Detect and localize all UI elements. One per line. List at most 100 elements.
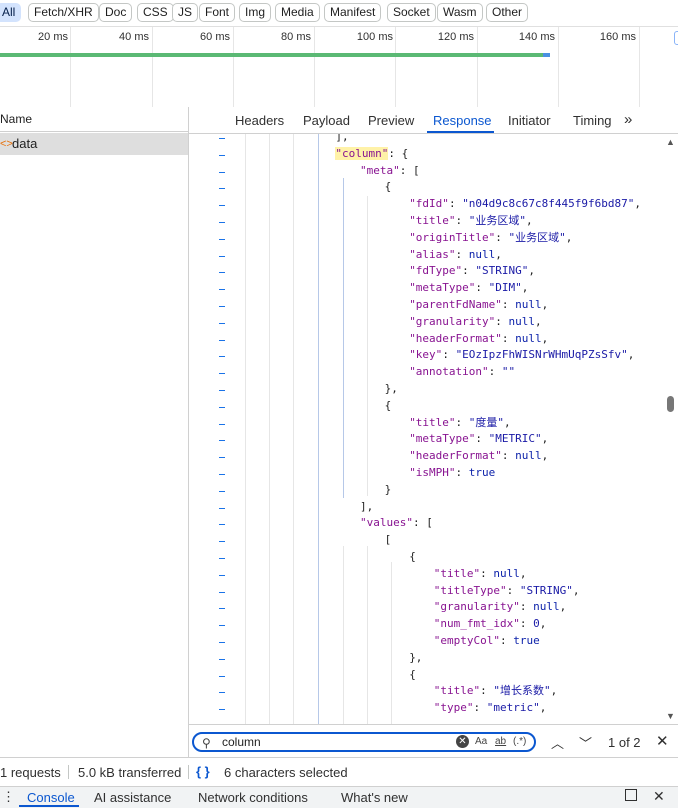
code-line: {: [385, 399, 392, 412]
close-search-icon[interactable]: ✕: [656, 733, 669, 750]
code-token: ,: [504, 415, 511, 429]
code-token: ],: [335, 134, 349, 143]
dock-side-icon[interactable]: [625, 789, 637, 801]
code-token: ,: [528, 264, 536, 278]
code-token: },: [384, 382, 398, 395]
line-marker: [219, 222, 225, 223]
drawer-tab-ai-assistance[interactable]: AI assistance: [94, 790, 172, 805]
code-line: }: [385, 483, 392, 496]
line-marker: [219, 171, 225, 173]
filter-css[interactable]: CSS: [137, 3, 174, 22]
code-line: {: [409, 550, 416, 563]
filter-doc[interactable]: Doc: [99, 3, 133, 22]
tick-line: [70, 27, 71, 107]
clear-icon[interactable]: ✕: [456, 735, 469, 748]
tick-line: [395, 27, 396, 107]
transfer-size: 5.0 kB transferred: [78, 765, 182, 780]
tick-line: [477, 27, 478, 107]
line-marker: [219, 474, 225, 475]
tab-initiator[interactable]: Initiator: [508, 113, 551, 128]
previous-match-icon[interactable]: ︿: [551, 736, 565, 751]
filter-socket[interactable]: Socket: [387, 3, 436, 22]
request-row[interactable]: <> data: [0, 133, 188, 155]
code-token: :: [442, 348, 456, 362]
more-tabs-icon[interactable]: »: [624, 111, 633, 128]
code-token: "title": [409, 415, 456, 429]
code-line: "metaType": "DIM",: [409, 281, 528, 294]
line-marker: [219, 188, 225, 190]
search-field[interactable]: ⚲ ✕ Aa ab (.*): [192, 732, 536, 752]
code-token: :: [501, 331, 516, 345]
name-column-header[interactable]: Name: [0, 107, 188, 132]
code-line: "titleType": "STRING",: [434, 584, 580, 597]
line-marker: [219, 558, 225, 559]
response-viewer[interactable]: ],"column": {"meta": [{"fdId": "n04d9c8c…: [189, 134, 678, 724]
code-line: "granularity": null,: [434, 600, 566, 613]
request-list: Name <> data: [0, 107, 189, 757]
code-token: :: [455, 247, 469, 261]
drawer-tabs: ⋮ Console AI assistance Network conditio…: [0, 786, 678, 808]
line-marker: [219, 507, 225, 509]
next-match-icon[interactable]: ﹀: [579, 736, 593, 751]
code-token: null: [508, 314, 536, 328]
filter-fetch-xhr[interactable]: Fetch/XHR: [28, 3, 99, 22]
filter-font[interactable]: Font: [199, 3, 236, 22]
code-token: "fdId": [409, 197, 449, 211]
tab-payload[interactable]: Payload: [303, 113, 350, 128]
match-case-toggle[interactable]: Aa: [475, 736, 488, 747]
filter-img[interactable]: Img: [239, 3, 272, 22]
filter-js[interactable]: JS: [172, 3, 199, 22]
code-token: },: [409, 650, 423, 664]
code-line: "key": "EOzIpzFhWISNrWHmUqPZsSfv",: [409, 348, 634, 361]
drawer-tab-console[interactable]: Console: [27, 790, 75, 805]
tab-headers[interactable]: Headers: [235, 113, 285, 128]
code-token: "业务区域": [508, 230, 566, 244]
search-input[interactable]: [222, 735, 452, 749]
filter-all[interactable]: All: [0, 3, 22, 22]
code-token: :: [455, 466, 469, 479]
tick-label: 40 ms: [119, 31, 149, 43]
code-token: :: [488, 365, 502, 379]
line-marker: [219, 692, 225, 694]
pretty-print-icon[interactable]: { }: [196, 764, 210, 779]
whole-word-toggle[interactable]: ab: [495, 736, 507, 747]
filter-media[interactable]: Media: [275, 3, 320, 22]
code-token: :: [519, 617, 534, 631]
code-token: null: [515, 331, 542, 345]
line-marker: [219, 490, 225, 492]
regex-toggle[interactable]: (.*): [513, 736, 527, 747]
tick-line: [558, 27, 559, 107]
code-line: "headerFormat": null,: [409, 332, 548, 345]
code-line: "title": null,: [434, 567, 527, 580]
code-token: "EOzIpzFhWISNrWHmUqPZsSfv": [455, 348, 628, 362]
code-token: null: [515, 449, 542, 463]
drawer-tab-whats-new[interactable]: What's new: [341, 790, 408, 805]
drawer-tab-network-conditions[interactable]: Network conditions: [198, 790, 308, 805]
tab-preview[interactable]: Preview: [368, 113, 415, 128]
scroll-up-icon[interactable]: ▲: [666, 137, 675, 147]
overview-handle[interactable]: [674, 31, 678, 45]
code-token: "title": [433, 566, 481, 580]
code-token: {: [409, 550, 416, 563]
request-name: data: [12, 136, 38, 151]
filter-manifest[interactable]: Manifest: [324, 3, 382, 22]
code-token: ],: [360, 499, 374, 513]
code-token: "values": [360, 516, 413, 530]
scrollbar-thumb[interactable]: [667, 396, 674, 412]
filter-other[interactable]: Other: [486, 3, 529, 22]
close-drawer-icon[interactable]: ✕: [653, 788, 665, 804]
code-line: "fdType": "STRING",: [409, 264, 535, 277]
tab-timing[interactable]: Timing: [573, 113, 612, 128]
tick-line: [639, 27, 640, 107]
line-marker: [219, 154, 225, 156]
line-marker: [219, 356, 225, 358]
code-token: "key": [409, 348, 443, 362]
filter-wasm[interactable]: Wasm: [437, 3, 483, 22]
timeline-overview[interactable]: 20 ms 40 ms 60 ms 80 ms 100 ms 120 ms 14…: [0, 26, 678, 108]
drawer-menu-icon[interactable]: ⋮: [2, 789, 15, 804]
code-token: "meta": [360, 163, 400, 177]
tab-response[interactable]: Response: [433, 113, 492, 128]
line-marker: [219, 608, 225, 610]
scroll-down-icon[interactable]: ▼: [666, 711, 675, 721]
indent-guide: [293, 134, 294, 724]
